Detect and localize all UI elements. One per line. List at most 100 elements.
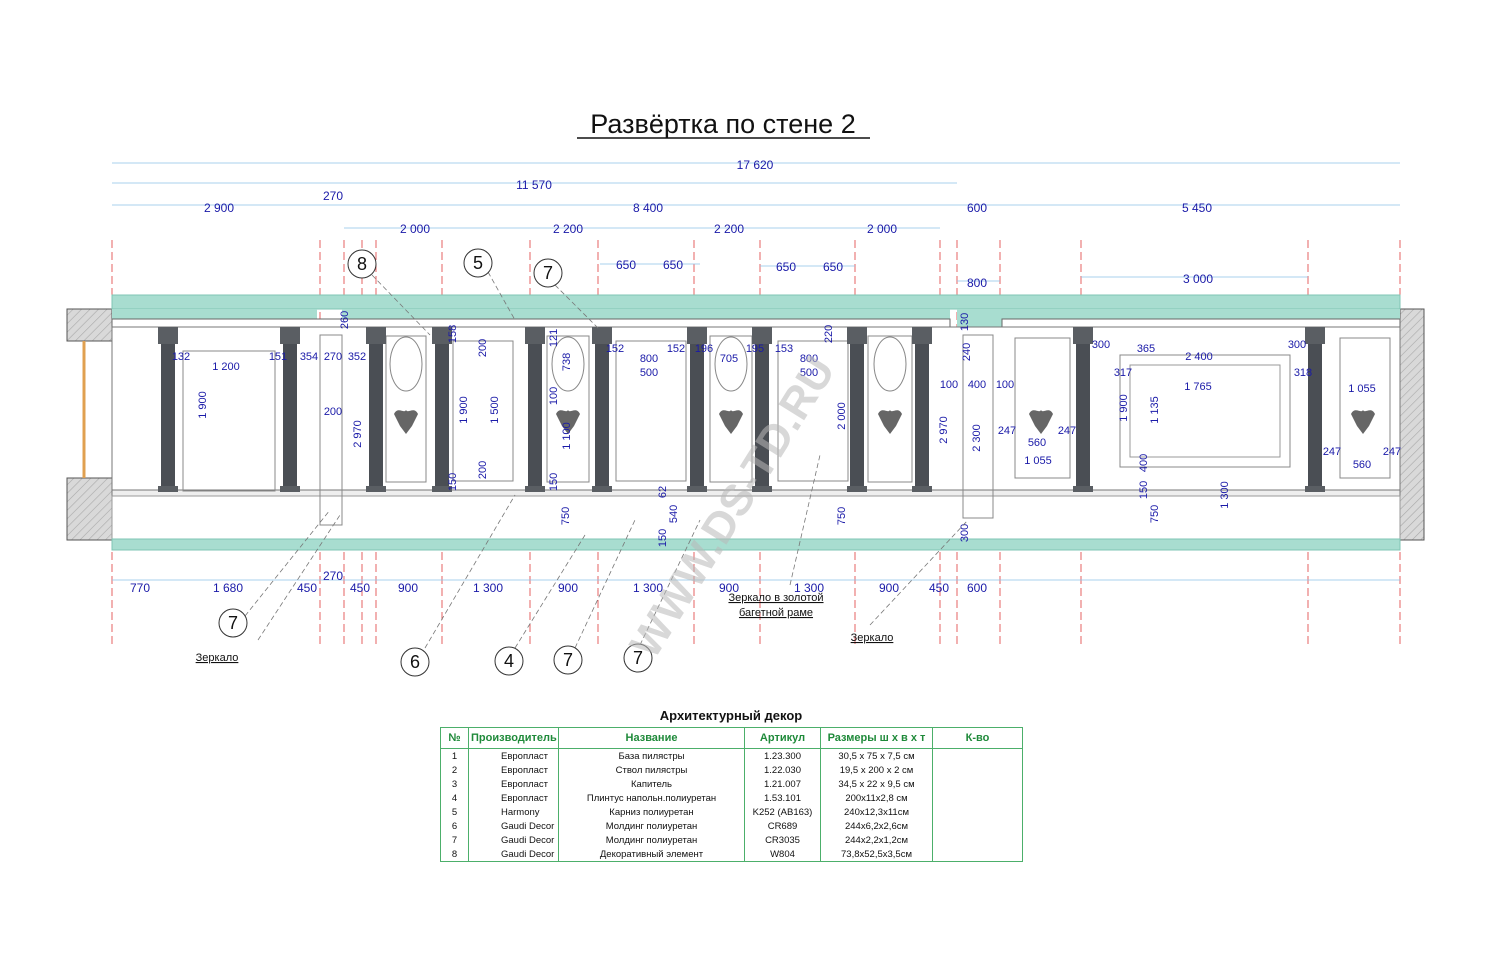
panel-frame	[615, 340, 687, 482]
oval-medallion	[551, 336, 585, 392]
dim-sub: 11 570	[516, 178, 552, 192]
dim-inner: 2 000	[836, 402, 848, 430]
col-header: №	[440, 727, 469, 749]
dim-row3: 600	[967, 201, 987, 215]
pilaster	[1073, 327, 1093, 492]
table-cell: 4	[440, 791, 469, 805]
callout-number: 7	[633, 648, 643, 668]
table-cell: Молдинг полиуретан	[558, 819, 745, 833]
panel-frame	[777, 340, 849, 482]
dim-inner: 150	[447, 473, 459, 491]
pilaster	[525, 327, 545, 492]
table-cell: Капитель	[558, 777, 745, 791]
dim-inner: 2 300	[971, 424, 983, 452]
oval-medallion	[389, 336, 423, 392]
panel-frame	[867, 335, 913, 483]
pilaster	[280, 327, 300, 492]
dim-inner: 151	[269, 351, 287, 363]
table-cell: 34,5 х 22 х 9,5 см	[820, 777, 933, 791]
table-cell: Европласт	[468, 748, 559, 763]
table-cell: Европласт	[468, 791, 559, 805]
panel-frame	[546, 335, 590, 483]
dim-inner: 800	[640, 353, 658, 365]
dim-bottom: 1 300	[633, 581, 663, 595]
table-cell: 200х11х2,8 см	[820, 791, 933, 805]
note-mirror-gold-2: багетной раме	[739, 607, 813, 619]
dim-inner: 1 300	[1219, 481, 1231, 509]
dim-inner: 200	[477, 461, 489, 479]
table-cell: 5	[440, 805, 469, 819]
table-cell: Gaudi Decor	[468, 819, 559, 833]
dim-inner: 1 055	[1024, 455, 1052, 467]
dim-row4: 2 000	[400, 222, 430, 236]
frieze-niche	[957, 309, 1002, 329]
dim-bottom: 900	[558, 581, 578, 595]
dim-inner: 247	[998, 425, 1016, 437]
dim-inner: 400	[968, 379, 986, 391]
dim-inner: 400	[1138, 454, 1150, 472]
table-cell: 19,5 х 200 х 2 см	[820, 763, 933, 777]
dim-inner: 100	[940, 379, 958, 391]
table-cell: Декоративный элемент	[558, 847, 745, 862]
dim-inner: 1 900	[458, 396, 470, 424]
table-cell	[932, 777, 1023, 791]
table-cell: 8	[440, 847, 469, 862]
table-cell: 6	[440, 819, 469, 833]
table-cell	[932, 763, 1023, 777]
table-cell: Молдинг полиуретан	[558, 833, 745, 847]
table-cell: 1	[440, 748, 469, 763]
frieze-seg-3	[1002, 309, 1400, 319]
callout-circle	[494, 646, 524, 676]
table-cell: Плинтус напольн.полиуретан	[558, 791, 745, 805]
dim-inner: 247	[1058, 425, 1076, 437]
dim-bottom: 270	[323, 569, 343, 583]
dim-inner: 540	[668, 505, 680, 523]
mirror-niche	[962, 334, 994, 519]
table-cell: 1.22.030	[744, 763, 821, 777]
pilaster	[687, 327, 707, 492]
floor-band	[111, 538, 1401, 551]
dim-bottom: 1 300	[473, 581, 503, 595]
dim-inner: 1 900	[1118, 394, 1130, 422]
pilaster	[592, 327, 612, 492]
callout-number: 8	[357, 254, 367, 274]
callout-circle	[533, 258, 563, 288]
spec-header-row: № Производитель Название Артикул Размеры…	[440, 727, 1023, 749]
panel-frame	[1119, 354, 1291, 468]
dim-inner: 560	[1028, 437, 1046, 449]
col-header: Название	[558, 727, 745, 749]
pilasters	[158, 327, 1325, 492]
note-mirror-right: Зеркало	[851, 632, 894, 644]
callout-circle	[347, 249, 377, 279]
dim-bottom: 900	[719, 581, 739, 595]
table-cell: K252 (AB163)	[744, 805, 821, 819]
dim-inner: 260	[339, 311, 351, 329]
dim-inner: 750	[560, 507, 572, 525]
dim-inner: 1 100	[561, 422, 573, 450]
table-cell: 240х12,3х11см	[820, 805, 933, 819]
dim-row5: 3 000	[1183, 272, 1213, 286]
dim-inner: 750	[836, 507, 848, 525]
dim-bottom: 1 680	[213, 581, 243, 595]
note-mirror-left: Зеркало	[196, 652, 239, 664]
dim-inner: 1 135	[1149, 396, 1161, 424]
dim-inner: 1 200	[212, 361, 240, 373]
table-cell: 1.23.300	[744, 748, 821, 763]
dim-inner: 240	[961, 343, 973, 361]
table-cell: 244х6,2х2,6см	[820, 819, 933, 833]
frieze-top	[111, 294, 1401, 310]
dim-inner: 158	[447, 325, 459, 343]
table-cell	[932, 805, 1023, 819]
table-cell: Карниз полиуретан	[558, 805, 745, 819]
callout-circle	[218, 608, 248, 638]
table-cell	[932, 791, 1023, 805]
dim-inner: 705	[720, 353, 738, 365]
dim-inner: 132	[172, 351, 190, 363]
callout-number: 7	[543, 263, 553, 283]
dim-inner: 100	[996, 379, 1014, 391]
dim-bottom: 900	[398, 581, 418, 595]
